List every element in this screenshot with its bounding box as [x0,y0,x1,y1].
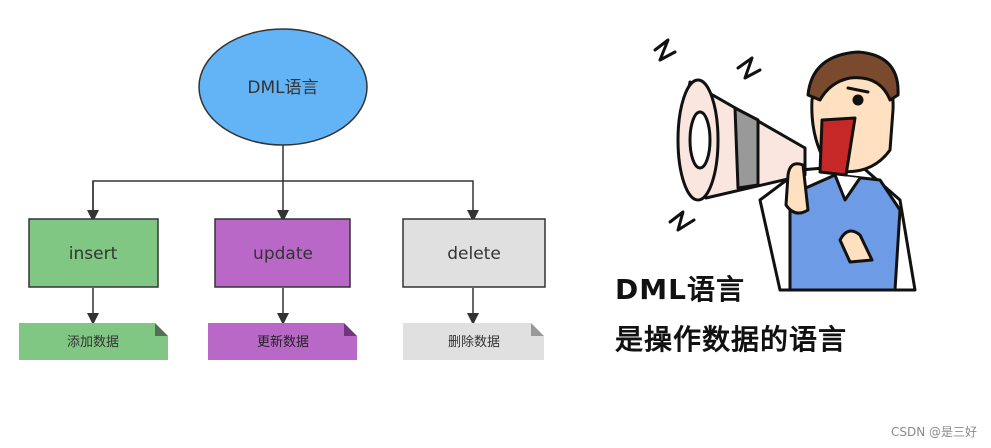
insert-note-fold [155,323,168,336]
watermark: CSDN @是三好 [890,425,977,439]
delete-note-text: 删除数据 [448,335,500,350]
connectors [87,145,479,325]
update-node-label: update [253,244,313,264]
update-note [208,323,357,360]
delete-note-fold [531,323,544,336]
delete-note [403,323,544,360]
insert-node [28,218,159,288]
root-node-label: DML语言 [247,78,318,98]
update-note-text: 更新数据 [257,334,309,350]
update-node [214,218,351,288]
insert-node-label: insert [69,244,118,264]
caption-title: DML语言 [615,273,745,306]
root-node [198,28,368,146]
update-note-fold [344,323,357,336]
delete-node [402,218,546,288]
megaphone-man-icon [653,38,917,292]
insert-note-text: 添加数据 [67,335,119,350]
delete-node-label: delete [447,244,501,264]
insert-note [19,323,168,360]
caption-subtitle: 是操作数据的语言 [615,323,848,356]
